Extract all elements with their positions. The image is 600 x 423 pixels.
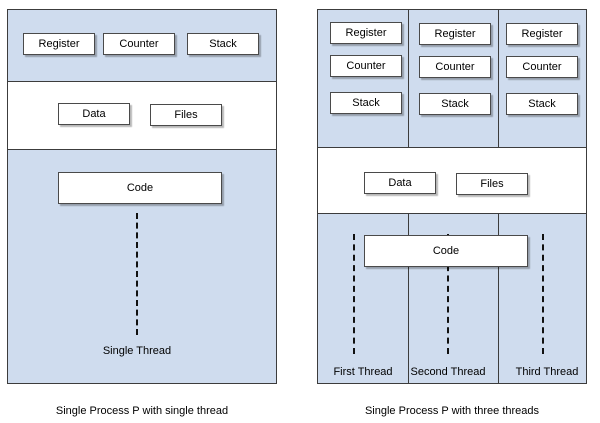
third-thread-stack-box: Stack <box>506 93 578 115</box>
third-thread-label: Third Thread <box>515 366 579 378</box>
first-thread-counter-box: Counter <box>330 55 402 77</box>
first-thread-label: First Thread <box>333 366 393 378</box>
thread-divider <box>408 214 409 383</box>
thread-divider <box>408 10 409 148</box>
second-thread-register-box: Register <box>419 23 491 45</box>
single-stack-box: Stack <box>187 33 259 55</box>
first-thread-register-box: Register <box>330 22 402 44</box>
single-process-caption: Single Process P with single thread <box>55 405 229 417</box>
first-thread-line <box>353 234 355 354</box>
third-thread-counter-box: Counter <box>506 56 578 78</box>
single-register-box: Register <box>23 33 95 55</box>
single-code-box: Code <box>58 172 222 204</box>
third-thread-line <box>542 234 544 354</box>
thread-divider <box>498 214 499 383</box>
single-thread-label: Single Thread <box>102 345 172 357</box>
multi-shared-resources-section <box>318 148 586 214</box>
multi-data-box: Data <box>364 172 436 194</box>
second-thread-stack-box: Stack <box>419 93 491 115</box>
single-shared-resources-section <box>8 82 276 150</box>
multi-code-box: Code <box>364 235 528 267</box>
single-data-box: Data <box>58 103 130 125</box>
second-thread-label: Second Thread <box>410 366 486 378</box>
third-thread-register-box: Register <box>506 23 578 45</box>
multi-files-box: Files <box>456 173 528 195</box>
second-thread-line <box>447 234 449 354</box>
single-counter-box: Counter <box>103 33 175 55</box>
single-files-box: Files <box>150 104 222 126</box>
thread-divider <box>498 10 499 148</box>
single-thread-line <box>136 213 138 335</box>
first-thread-stack-box: Stack <box>330 92 402 114</box>
second-thread-counter-box: Counter <box>419 56 491 78</box>
multi-process-caption: Single Process P with three threads <box>364 405 540 417</box>
